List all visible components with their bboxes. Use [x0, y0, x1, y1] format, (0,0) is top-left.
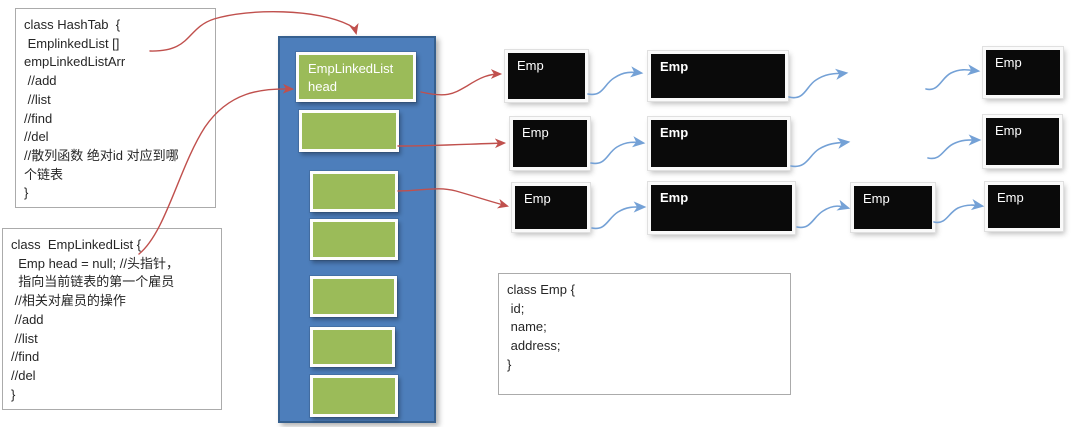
- emplinkedlist-class-box: class EmpLinkedList { Emp head = null; /…: [2, 228, 222, 410]
- emp-node: Emp: [983, 47, 1063, 98]
- arrow-list0-node0-to-node1: [587, 66, 644, 96]
- arrow-list0-continuation-to-node2: [925, 64, 981, 91]
- array-slot-head-label: EmpLinkedList head: [308, 61, 394, 95]
- arrow-list2-node0-to-node1: [591, 201, 647, 230]
- array-slot-4: [310, 276, 397, 317]
- emp-node: Emp: [505, 50, 588, 102]
- emp-node: Emp: [512, 183, 590, 232]
- arrow-list1-node1-continuation: [790, 137, 851, 168]
- emp-node: Emp: [648, 182, 795, 234]
- emp-node: Emp: [648, 51, 788, 101]
- emp-node: Emp: [648, 117, 790, 170]
- array-slot-5: [310, 327, 395, 367]
- arrow-list2-node1-to-node2: [796, 199, 851, 229]
- array-slot-3: [310, 219, 398, 260]
- array-slot-6: [310, 375, 398, 417]
- emp-node: Emp: [851, 183, 935, 232]
- emp-class-box: class Emp { id; name; address; }: [498, 273, 791, 395]
- hashtab-class-code: class HashTab { EmplinkedList [] empLink…: [24, 17, 179, 201]
- hash-array-container: EmpLinkedList head: [278, 36, 436, 423]
- array-slot-head: EmpLinkedList head: [296, 52, 416, 102]
- arrow-list1-node0-to-node1: [590, 136, 646, 165]
- emp-node: Emp: [985, 182, 1063, 231]
- array-slot-1: [299, 110, 399, 152]
- arrow-list2-node2-to-node3: [933, 198, 985, 224]
- array-slot-2: [310, 171, 398, 212]
- emp-class-code: class Emp { id; name; address; }: [507, 282, 575, 372]
- emplinkedlist-class-code: class EmpLinkedList { Emp head = null; /…: [11, 237, 179, 402]
- emp-node: Emp: [983, 115, 1062, 168]
- arrow-list0-node1-continuation: [788, 68, 849, 99]
- hashtab-class-box: class HashTab { EmplinkedList [] empLink…: [15, 8, 216, 208]
- emp-node: Emp: [510, 117, 590, 170]
- arrow-list1-continuation-to-node2: [927, 134, 982, 160]
